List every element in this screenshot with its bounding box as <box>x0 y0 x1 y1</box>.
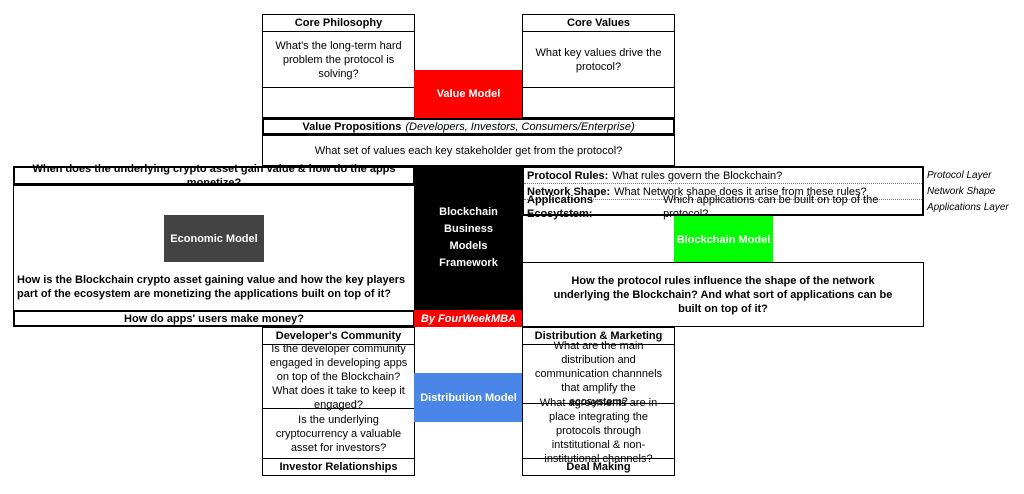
core-values-empty-cell <box>522 87 675 118</box>
byline: By FourWeekMBA <box>420 312 517 325</box>
blockchain-model-box: Blockchain Model <box>674 216 773 263</box>
protocol-rules-label: Protocol Rules: <box>527 169 609 182</box>
core-philosophy-cell: What's the long-term hard problem the pr… <box>262 31 415 88</box>
protocol-rules-text: What rules govern the Blockchain? <box>612 169 783 182</box>
applications-layer-text: Applications Layer <box>927 201 1009 213</box>
developer-community-question: Is the developer community engaged in de… <box>269 342 408 411</box>
investor-relationships-title: Investor Relationships <box>279 461 398 473</box>
deal-making-title: Deal Making <box>566 461 631 473</box>
protocol-layer-text: Protocol Layer <box>927 169 992 181</box>
blockchain-question: How the protocol rules influence the sha… <box>553 274 893 315</box>
network-shape-label: Network Shape: <box>527 185 611 198</box>
blockchain-model-label: Blockchain Model <box>676 233 771 246</box>
core-philosophy-empty-cell <box>262 87 415 118</box>
network-shape-side-text: Network Shape <box>927 185 996 197</box>
protocol-layer-label: Protocol Layer <box>927 168 1024 183</box>
value-propositions-question: What set of values each key stakeholder … <box>314 144 623 157</box>
blockchain-layers: Protocol Rules: What rules govern the Bl… <box>522 166 924 220</box>
network-shape-side-label: Network Shape <box>927 184 1024 199</box>
byline-box: By FourWeekMBA <box>414 310 523 327</box>
economic-footer: How do apps' users make money? <box>13 310 415 327</box>
distribution-model-box: Distribution Model <box>414 373 523 422</box>
core-values-title: Core Values <box>567 17 630 29</box>
deal-making-question: What agreements are in place integrating… <box>539 397 658 465</box>
value-propositions-audience: (Developers, Investors, Consumers/Enterp… <box>405 120 635 133</box>
value-model-box: Value Model <box>414 70 523 118</box>
core-philosophy-header: Core Philosophy <box>262 14 415 32</box>
investor-relationships-question: Is the underlying cryptocurrency a valua… <box>275 413 402 454</box>
applications-row: Applications Ecosytstem: Which applicati… <box>524 194 922 220</box>
economic-question-cell: How is the Blockchain crypto asset gaini… <box>14 262 414 311</box>
deal-making-cell: What agreements are in place integrating… <box>522 397 675 465</box>
framework-title-box: Blockchain Business Models Framework <box>414 166 523 310</box>
investor-relationships-cell: Is the underlying cryptocurrency a valua… <box>262 408 415 459</box>
value-propositions-header: Value Propositions (Developers, Investor… <box>262 118 675 135</box>
distribution-marketing-question: What are the main distribution and commu… <box>534 340 663 408</box>
core-values-header: Core Values <box>522 14 675 32</box>
economic-header: When does the underlying crypto asset ga… <box>13 163 415 189</box>
economic-model-label: Economic Model <box>170 232 258 245</box>
core-philosophy-question: What's the long-term hard problem the pr… <box>275 39 402 80</box>
network-shape-row: Network Shape: What Network shape does i… <box>524 183 922 199</box>
economic-body: Economic Model How is the Blockchain cry… <box>13 185 415 311</box>
core-values-cell: What key values drive the protocol? <box>522 31 675 88</box>
economic-footer-text: How do apps' users make money? <box>124 312 304 325</box>
deal-making-header: Deal Making <box>522 458 675 476</box>
core-values-question: What key values drive the protocol? <box>535 46 662 73</box>
applications-label: Applications Ecosytstem: <box>527 194 594 220</box>
economic-question: How is the Blockchain crypto asset gaini… <box>17 273 406 300</box>
value-model-label: Value Model <box>436 88 501 100</box>
blockchain-question-cell: How the protocol rules influence the sha… <box>522 262 924 327</box>
applications-layer-label: Applications Layer <box>927 200 1024 215</box>
developer-community-title: Developer's Community <box>275 330 402 342</box>
distribution-marketing-cell: What are the main distribution and commu… <box>522 340 675 408</box>
value-propositions-title: Value Propositions <box>302 120 402 133</box>
economic-model-box: Economic Model <box>164 215 264 262</box>
network-shape-text: What Network shape does it arise from th… <box>614 185 867 198</box>
core-philosophy-title: Core Philosophy <box>294 17 383 29</box>
framework-title: Blockchain Business Models Framework <box>439 206 498 269</box>
distribution-marketing-title: Distribution & Marketing <box>534 330 663 342</box>
value-propositions-cell: What set of values each key stakeholder … <box>262 135 675 166</box>
distribution-model-label: Distribution Model <box>420 391 517 404</box>
investor-relationships-header: Investor Relationships <box>262 458 415 476</box>
developer-community-cell: Is the developer community engaged in de… <box>262 342 415 411</box>
protocol-rules-row: Protocol Rules: What rules govern the Bl… <box>524 168 922 183</box>
